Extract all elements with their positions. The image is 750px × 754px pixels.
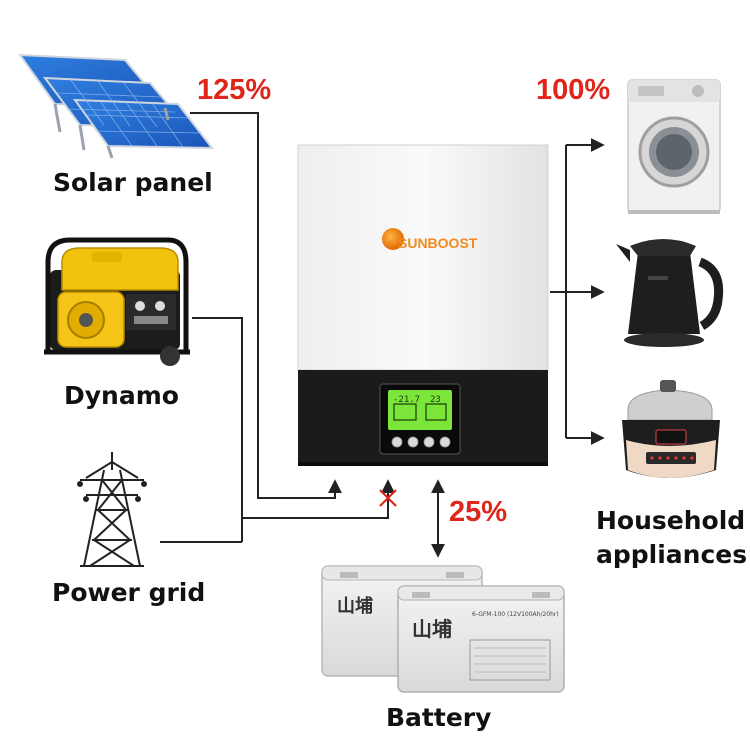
battery-percentage: 25%: [449, 496, 508, 528]
household-label-line1: Household: [596, 506, 746, 535]
output-percentage: 100%: [536, 74, 611, 106]
solar-panel-icon: [17, 53, 215, 159]
inverter-button-4[interactable]: [439, 436, 451, 448]
solar-panel-label: Solar panel: [53, 168, 213, 197]
battery-back-mark: 山埔: [337, 595, 373, 617]
pressure-cooker-icon: [622, 380, 720, 478]
inverter-unit: [297, 144, 549, 466]
washing-machine-icon: [627, 79, 721, 214]
power-grid-label: Power grid: [52, 578, 206, 607]
dynamo-label: Dynamo: [64, 381, 179, 410]
input-percentage: 125%: [197, 74, 272, 106]
inverter-button-1[interactable]: [391, 436, 403, 448]
battery-model: 6-GFM-100 (12V100Ah/20hr): [472, 611, 559, 618]
household-label-line2: appliances: [596, 540, 748, 569]
sunboost-logo-icon: [382, 228, 404, 250]
lcd-top-right: 23: [430, 395, 441, 405]
power-tower-icon: [77, 452, 147, 567]
battery-front-icon: [397, 585, 565, 693]
blocked-x-icon: [379, 489, 397, 507]
inverter-button-2[interactable]: [407, 436, 419, 448]
battery-label: Battery: [386, 703, 492, 732]
lcd-top-left: -21.7: [393, 395, 420, 405]
connection-lines: [160, 112, 605, 558]
brand-name: SUNBOOST: [398, 235, 478, 251]
generator-icon: [44, 237, 190, 366]
battery-front-mark: 山埔: [412, 617, 452, 641]
inverter-button-3[interactable]: [423, 436, 435, 448]
kettle-icon: [616, 239, 724, 347]
